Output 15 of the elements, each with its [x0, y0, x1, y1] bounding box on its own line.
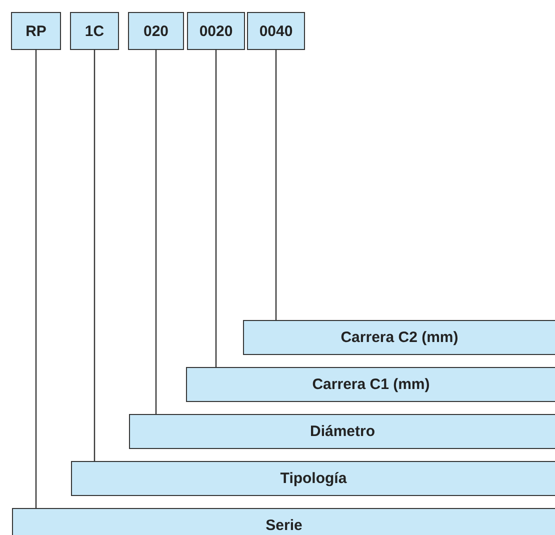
connector-line — [35, 50, 37, 508]
connector-line — [94, 50, 96, 461]
description-bar: Carrera C2 (mm) — [243, 320, 555, 355]
code-box: 0040 — [247, 12, 305, 50]
connector-line — [275, 50, 277, 320]
code-box: RP — [11, 12, 61, 50]
description-bar: Tipología — [71, 461, 555, 496]
description-bar: Diámetro — [129, 414, 555, 449]
code-box: 020 — [128, 12, 184, 50]
code-box: 0020 — [187, 12, 245, 50]
description-bar: Serie — [12, 508, 555, 535]
description-bar: Carrera C1 (mm) — [186, 367, 555, 402]
connector-line — [155, 50, 157, 414]
connector-line — [215, 50, 217, 367]
code-box: 1C — [70, 12, 119, 50]
